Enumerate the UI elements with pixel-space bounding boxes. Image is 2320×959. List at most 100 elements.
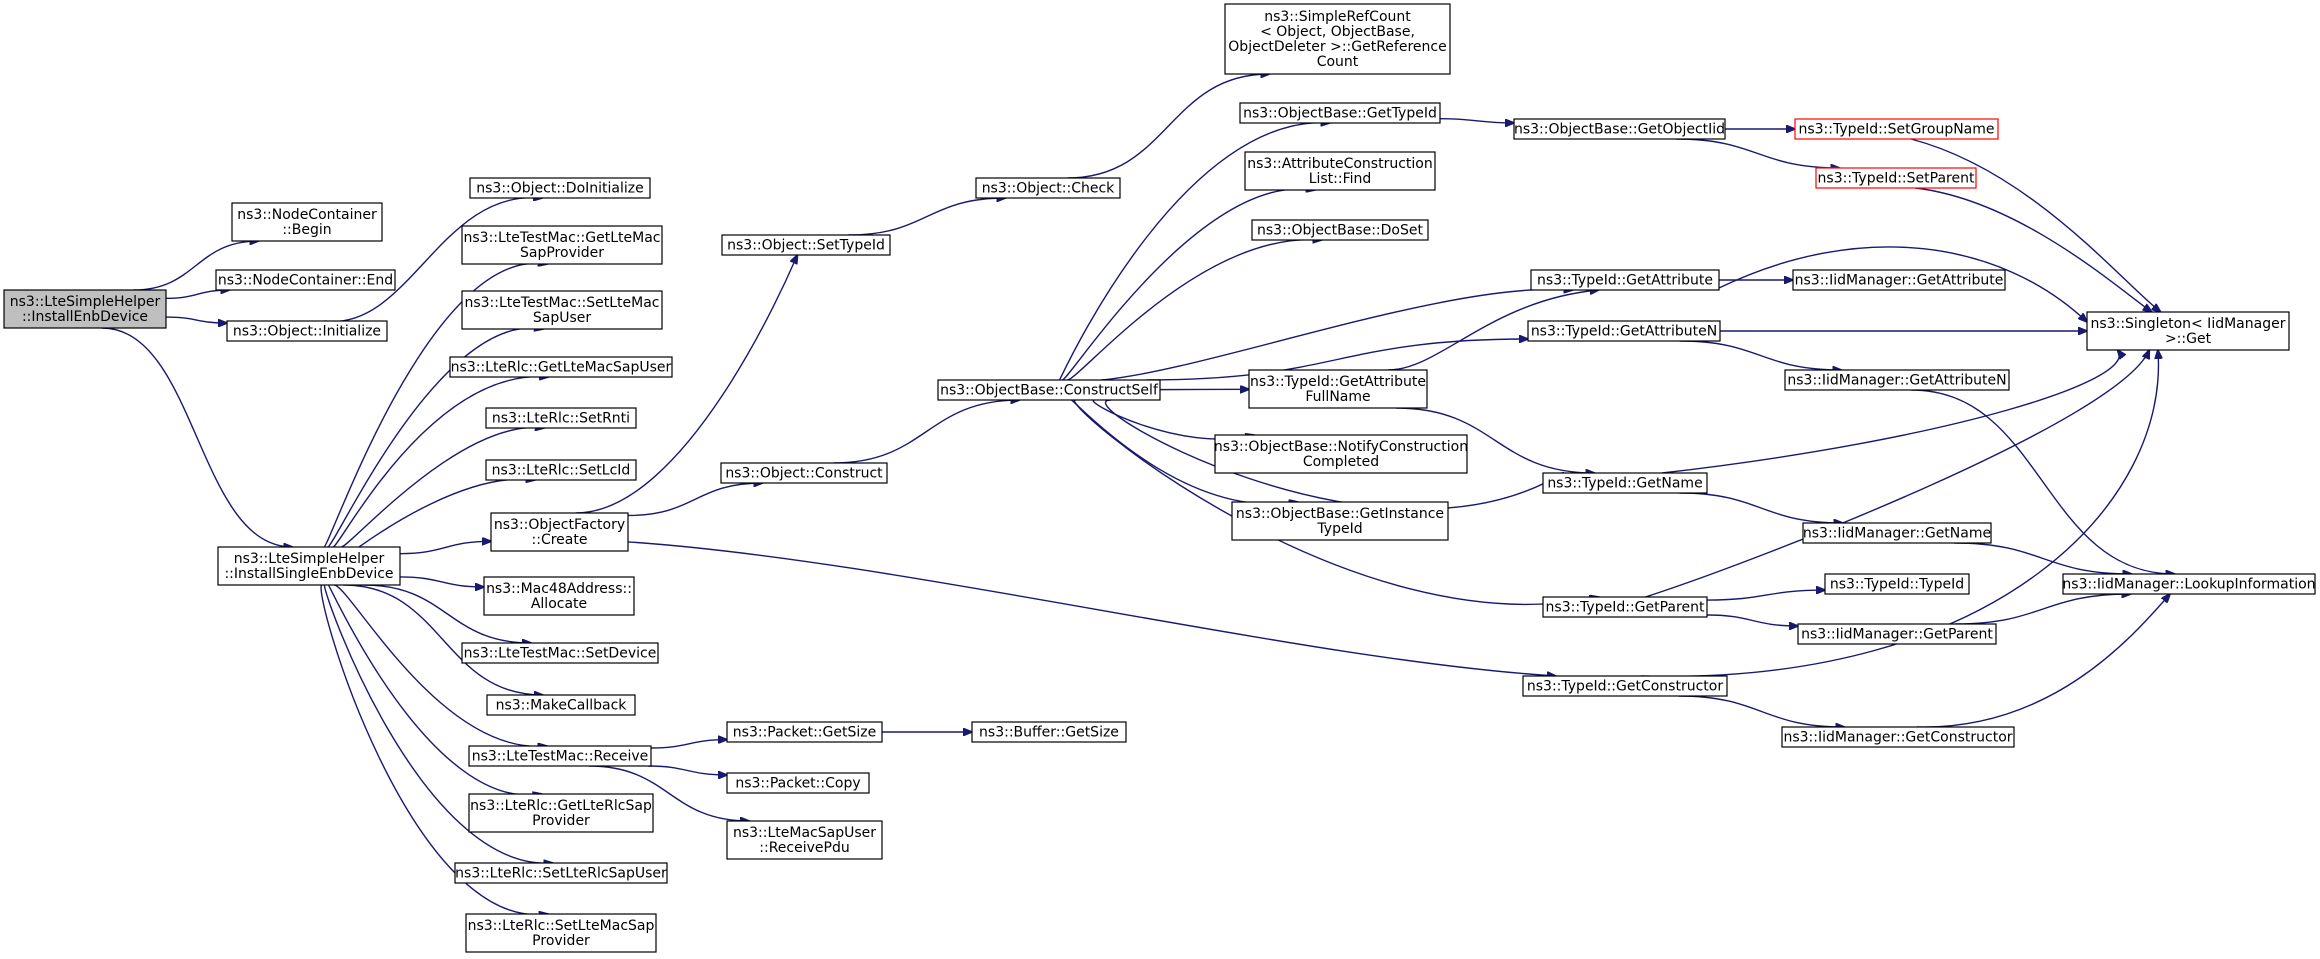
node-constructself[interactable]: ns3::ObjectBase::ConstructSelf (937, 379, 1161, 401)
node-rlc-setrnti[interactable]: ns3::LteRlc::SetRnti (485, 407, 637, 429)
node-obj-doinit[interactable]: ns3::Object::DoInitialize (469, 177, 651, 199)
edge-line (341, 427, 544, 548)
node-label-line: ns3::TypeId::SetParent (1818, 171, 1975, 187)
node-objfactory-create[interactable]: ns3::ObjectFactory::Create (490, 512, 629, 552)
node-obj-settypeid[interactable]: ns3::Object::SetTypeId (721, 234, 891, 256)
edge-line (1911, 389, 2174, 574)
call-edge-iid_getconstructor-to-iid_lookup (1917, 594, 2170, 728)
node-obj-construct[interactable]: ns3::Object::Construct (720, 462, 888, 484)
call-edge-tid_getparent-to-iid_getparent (1706, 614, 1798, 626)
call-edge-single-to-makecallback (343, 584, 542, 695)
node-rlc-setlcid[interactable]: ns3::LteRlc::SetLcId (485, 459, 637, 481)
node-box (971, 721, 1127, 743)
call-edge-root-to-nc_begin (133, 241, 258, 291)
node-tid-getconstructor[interactable]: ns3::TypeId::GetConstructor (1522, 675, 1728, 697)
call-edge-objfactory_create-to-obj_settypeid (575, 255, 798, 514)
edge-line (363, 584, 531, 643)
edge-line (1706, 614, 1798, 626)
edge-line (327, 584, 541, 795)
node-buf-getsize[interactable]: ns3::Buffer::GetSize (971, 721, 1127, 743)
edge-line (648, 765, 727, 775)
node-pkt-getsize[interactable]: ns3::Packet::GetSize (726, 721, 883, 743)
edge-line (1679, 340, 1842, 370)
node-tid-getparent[interactable]: ns3::TypeId::GetParent (1542, 596, 1708, 618)
node-label-line: ns3::LteSimpleHelper (234, 551, 385, 567)
node-iid-getparent[interactable]: ns3::IidManager::GetParent (1797, 623, 1997, 645)
call-edge-single-to-rlc_setrnti (341, 427, 544, 548)
node-iid-getname[interactable]: ns3::IidManager::GetName (1802, 522, 1992, 544)
node-iid-getattribute[interactable]: ns3::IidManager::GetAttribute (1792, 269, 2006, 291)
node-pkt-copy[interactable]: ns3::Packet::Copy (726, 772, 870, 794)
node-tid-getattribute[interactable]: ns3::TypeId::GetAttribute (1530, 269, 1720, 291)
node-tid-setparent[interactable]: ns3::TypeId::SetParent (1815, 167, 1977, 189)
call-edge-iid_getname-to-iid_lookup (1954, 542, 2131, 574)
node-ob-doset[interactable]: ns3::ObjectBase::DoSet (1251, 219, 1429, 241)
node-ob-gettypeid[interactable]: ns3::ObjectBase::GetTypeId (1239, 102, 1441, 124)
node-ob-getobjectiid[interactable]: ns3::ObjectBase::GetObjectIid (1513, 118, 1726, 140)
node-rlc-getmacsapuser[interactable]: ns3::LteRlc::GetLteMacSapUser (449, 356, 673, 378)
node-nc-begin[interactable]: ns3::NodeContainer::Begin (231, 202, 383, 242)
node-tid-setgroupname[interactable]: ns3::TypeId::SetGroupName (1794, 118, 1999, 140)
node-iid-getconstructor[interactable]: ns3::IidManager::GetConstructor (1781, 726, 2015, 748)
node-obj-init[interactable]: ns3::Object::Initialize (226, 320, 388, 342)
node-box (1542, 472, 1708, 494)
node-label-line: ns3::Object::Construct (725, 466, 883, 482)
node-box (726, 820, 883, 860)
call-edge-single-to-rlc_setrlcsapuser (323, 584, 552, 863)
node-tid-getname[interactable]: ns3::TypeId::GetName (1542, 472, 1708, 494)
node-nc-end[interactable]: ns3::NodeContainer::End (215, 269, 396, 291)
edge-line (1061, 189, 1314, 381)
node-box (454, 862, 668, 884)
node-singleton-get[interactable]: ns3::Singleton< IidManager>::Get (2086, 311, 2290, 351)
node-label-line: ns3::IidManager::GetName (1803, 526, 1991, 542)
node-box (1792, 269, 2006, 291)
node-label-line: ns3::LteRlc::SetLteRlcSapUser (455, 866, 667, 882)
node-rlc-setrlcsapuser[interactable]: ns3::LteRlc::SetLteRlcSapUser (454, 862, 668, 884)
node-mac-setdevice[interactable]: ns3::LteTestMac::SetDevice (461, 642, 659, 664)
call-edge-single-to-mac48_alloc (399, 576, 484, 587)
node-label-line: ns3::NodeContainer::End (218, 273, 393, 289)
node-label-line: ns3::Object::DoInitialize (476, 181, 643, 197)
node-box (485, 459, 637, 481)
edge-line (1645, 350, 2149, 598)
node-ob-notify[interactable]: ns3::ObjectBase::NotifyConstructionCompl… (1214, 434, 1468, 474)
node-label-line: ns3::ObjectBase::GetInstance (1236, 506, 1444, 522)
node-iid-lookup[interactable]: ns3::IidManager::LookupInformation (2062, 573, 2316, 595)
call-edge-mac_receive-to-pkt_getsize (650, 740, 727, 749)
node-macsapuser-rxpdu[interactable]: ns3::LteMacSapUser::ReceivePdu (726, 820, 883, 860)
node-box (449, 356, 673, 378)
edge-line (1439, 118, 1514, 123)
node-label-line: ns3::AttributeConstruction (1247, 156, 1432, 172)
node-makecallback[interactable]: ns3::MakeCallback (486, 694, 636, 716)
call-edge-root-to-obj_init (165, 316, 227, 323)
node-mac48-alloc[interactable]: ns3::Mac48Address::Allocate (483, 576, 635, 616)
node-obj-check[interactable]: ns3::Object::Check (975, 177, 1121, 199)
node-mac-receive[interactable]: ns3::LteTestMac::Receive (468, 745, 652, 767)
edge-line (627, 541, 1556, 676)
node-simplerefcount[interactable]: ns3::SimpleRefCount< Object, ObjectBase,… (1224, 3, 1451, 75)
node-box (465, 913, 657, 953)
node-root[interactable]: ns3::LteSimpleHelper::InstallEnbDevice (3, 289, 167, 329)
node-box (1815, 167, 1977, 189)
call-edge-root-to-nc_end (165, 290, 229, 300)
node-box (490, 512, 629, 552)
node-label-line: ns3::MakeCallback (496, 698, 628, 714)
edge-line (1058, 123, 1330, 381)
node-box (3, 289, 167, 329)
node-label-line: Provider (532, 933, 590, 949)
node-tid-getattributen[interactable]: ns3::TypeId::GetAttributeN (1527, 320, 1721, 342)
node-box (1244, 151, 1436, 191)
node-tid-typeid[interactable]: ns3::TypeId::TypeId (1824, 573, 1970, 595)
node-label-line: List::Find (1309, 171, 1372, 187)
edge-line (833, 400, 1020, 464)
node-label-line: ns3::Packet::Copy (735, 776, 860, 792)
node-iid-getattributen[interactable]: ns3::IidManager::GetAttributeN (1784, 369, 2010, 391)
node-single[interactable]: ns3::LteSimpleHelper::InstallSingleEnbDe… (217, 546, 401, 586)
